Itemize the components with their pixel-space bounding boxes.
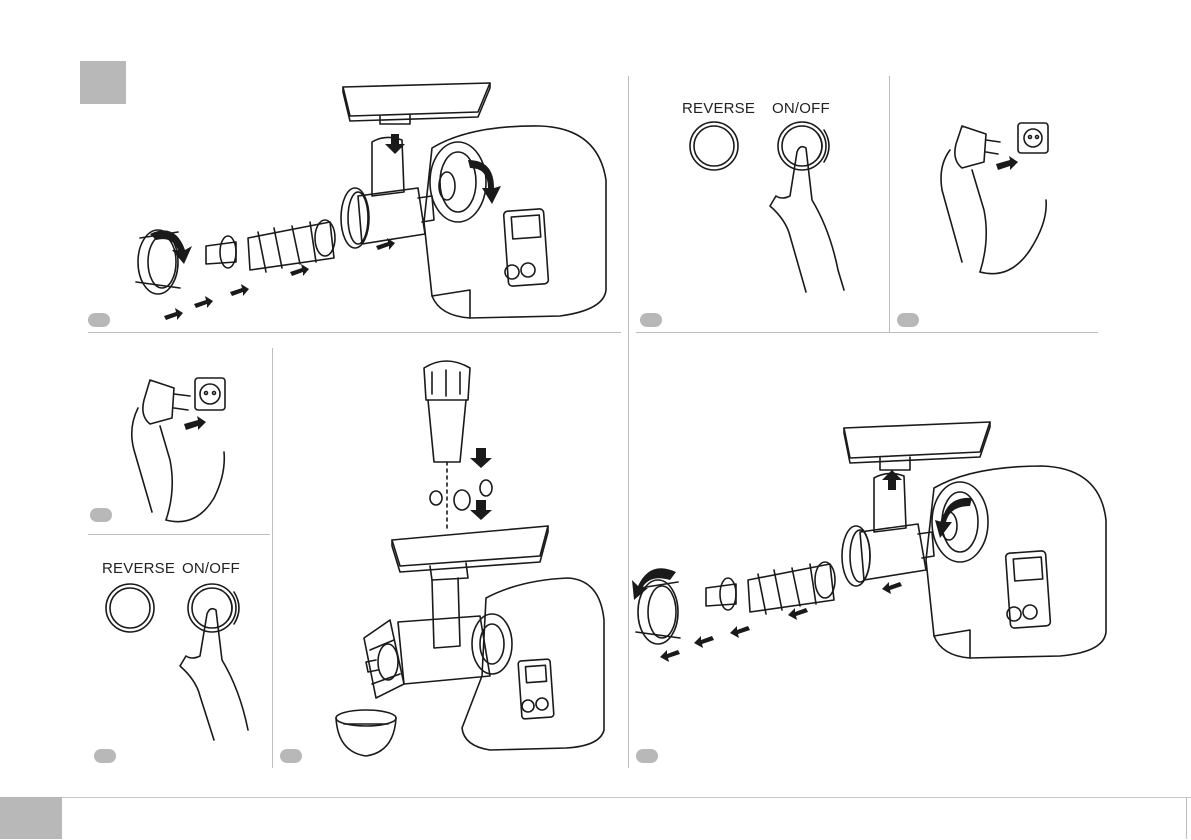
footer-edge-line [1186, 797, 1187, 839]
page-footer [0, 797, 1191, 840]
arrow-icon-2 [632, 470, 972, 662]
page-number-block [0, 797, 62, 839]
